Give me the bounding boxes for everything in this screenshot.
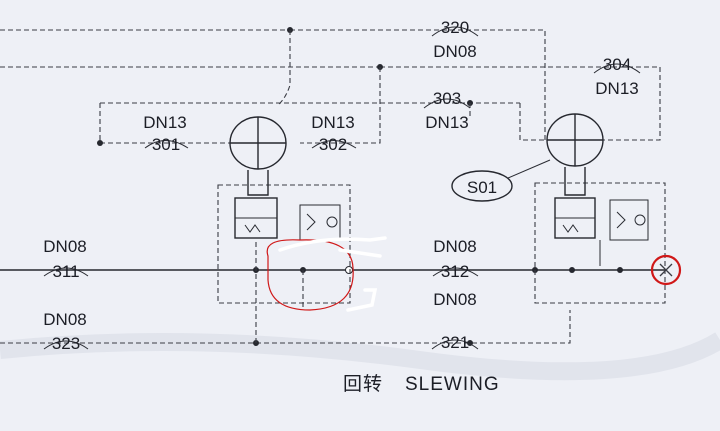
joint-stem-left: [247, 170, 269, 196]
paper-crease: [0, 332, 720, 381]
tag-arc: [431, 339, 479, 350]
junction-open: [345, 266, 353, 274]
red-markup-loop: [266, 239, 354, 311]
s01-leader: [507, 159, 551, 179]
tag-arc: [432, 267, 479, 277]
s01-bubble: [451, 170, 513, 202]
label-311-size: DN08: [43, 237, 86, 256]
pipe-labels: 320 DN08 304 DN13 303 DN13 DN13 301 DN13…: [43, 18, 641, 353]
label-311: 311: [52, 262, 79, 281]
line-321: [0, 310, 571, 344]
s01-label: S01: [467, 178, 497, 197]
line-303-branch: [469, 103, 548, 141]
label-323: 323: [52, 334, 80, 353]
tag-arc: [311, 140, 357, 149]
label-302-size: DN13: [311, 113, 354, 132]
title-english: SLEWING: [405, 374, 500, 395]
title-chinese: 回转: [343, 373, 383, 395]
label-303-size: DN13: [425, 113, 468, 132]
tag-arc: [593, 63, 641, 74]
junction-dot: [97, 140, 103, 146]
label-301: 301: [152, 135, 180, 154]
valve-housing-left: [217, 184, 351, 304]
check-valve-right: [609, 199, 649, 241]
tag-arc: [431, 26, 479, 37]
label-301-size: DN13: [143, 113, 186, 132]
check-ball-left: [326, 216, 338, 228]
pipe-lines: [0, 27, 665, 346]
junction-dot: [617, 267, 623, 273]
white-markup-strokes: [278, 236, 387, 312]
line-302: [300, 67, 381, 144]
rotary-joint-cross: [230, 117, 286, 169]
rotary-joint-cross: [547, 114, 603, 166]
red-circle-marker: [650, 254, 682, 286]
annotations: [266, 236, 682, 312]
label-302: 302: [319, 135, 347, 154]
label-312: 312: [441, 262, 469, 281]
tag-arc: [43, 340, 89, 350]
label-312-size-lower: DN08: [433, 290, 476, 309]
label-320-size: DN08: [433, 42, 476, 61]
tag-arc: [144, 140, 189, 149]
check-ball-right: [634, 214, 646, 226]
joint-stem-right: [564, 167, 586, 196]
tag-arc: [423, 98, 471, 109]
spool-detail-left: [235, 217, 277, 233]
label-323-size: DN08: [43, 310, 86, 329]
label-320: 320: [441, 18, 469, 37]
label-304: 304: [603, 55, 631, 74]
valve-housing-right: [534, 182, 666, 304]
label-303: 303: [433, 89, 461, 108]
check-arrow-left: [306, 213, 316, 231]
check-arrow-right: [616, 211, 626, 229]
spool-detail-right: [555, 217, 595, 233]
label-312-size: DN08: [433, 237, 476, 256]
label-321: 321: [441, 333, 469, 352]
junction-dot: [569, 267, 575, 273]
tag-arc: [43, 267, 89, 277]
plug-cross-icon: [659, 263, 673, 277]
line-304: [0, 66, 661, 141]
label-304-size: DN13: [595, 79, 638, 98]
valve-block-right: [534, 113, 666, 304]
valve-block-left: [217, 116, 351, 304]
line-320: [0, 29, 546, 140]
